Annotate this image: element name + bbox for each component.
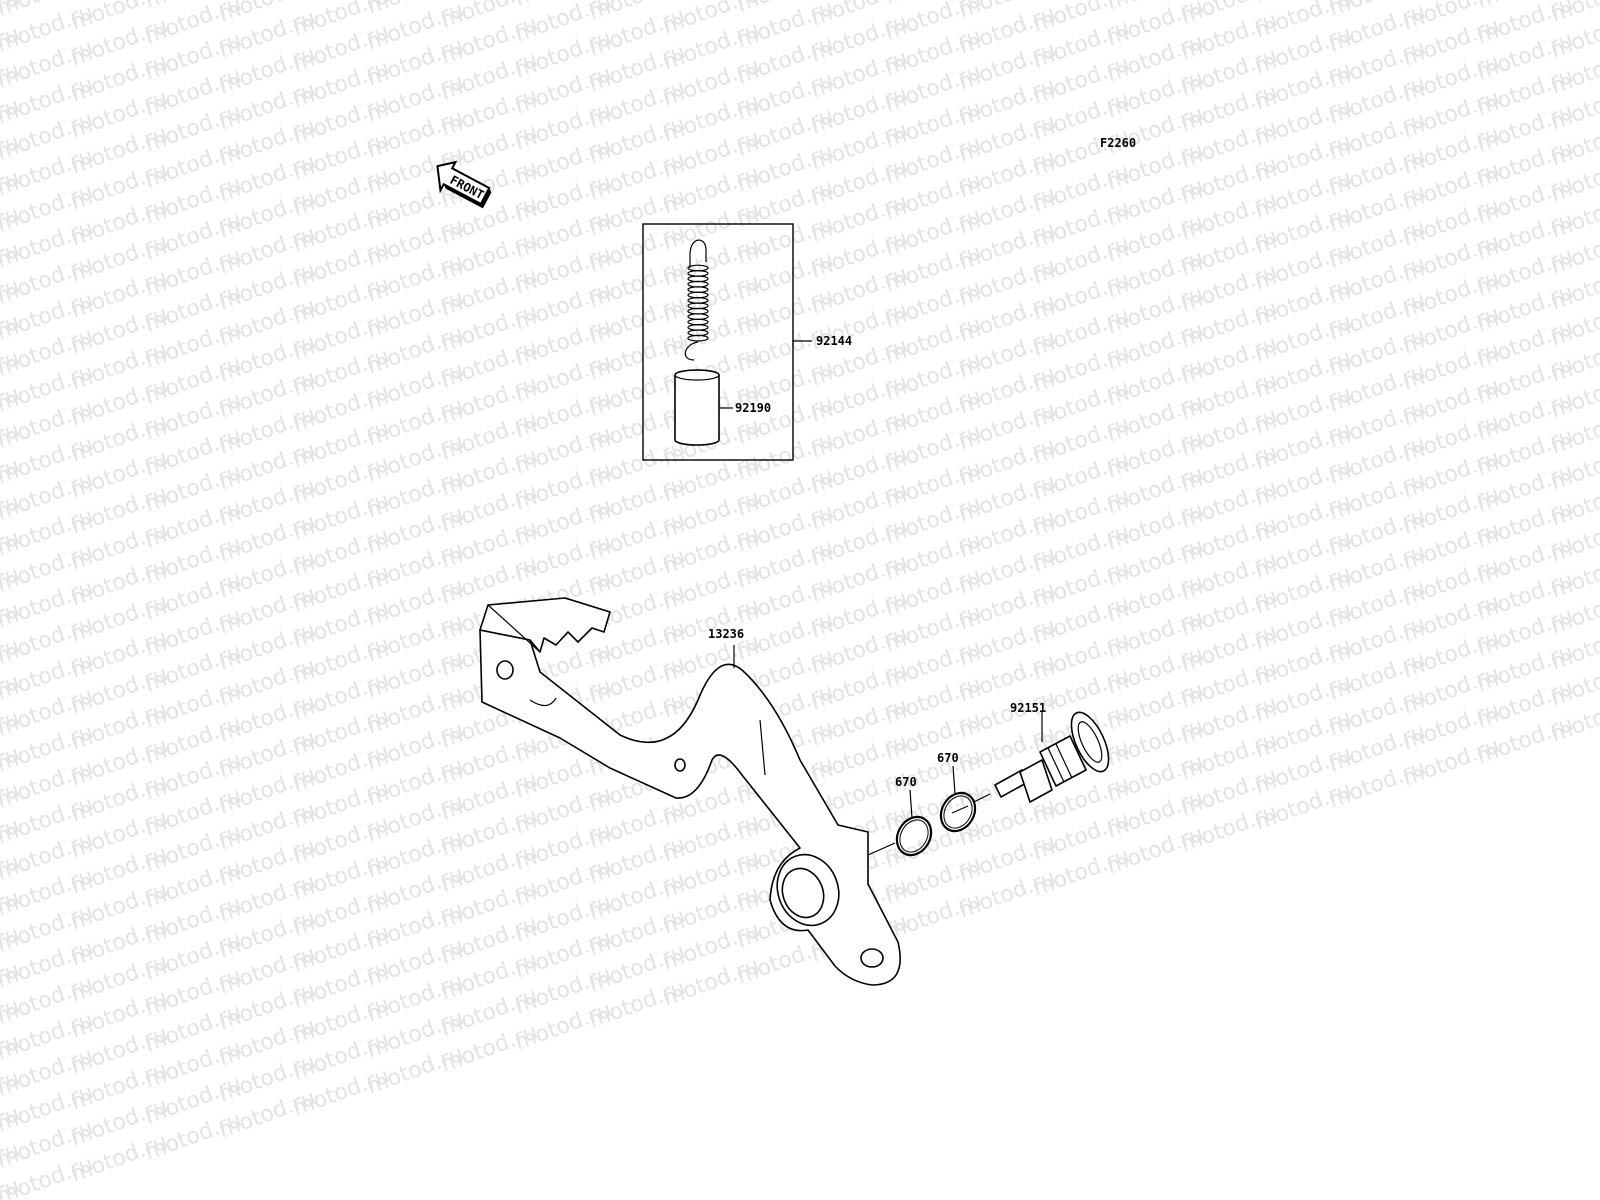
spring-coil — [687, 264, 709, 272]
part-label-kit: 92144 — [816, 334, 852, 348]
part-label-oring-a: 670 — [895, 775, 917, 789]
spring-coil — [687, 334, 709, 342]
o-ring-b-icon — [939, 791, 977, 833]
spring-coil — [687, 270, 709, 277]
spring-coil — [687, 275, 709, 283]
spring-coil — [687, 286, 709, 294]
part-label-pivot-bolt: 92151 — [1010, 701, 1046, 715]
spring-coil — [687, 318, 709, 326]
spring-coil — [687, 329, 709, 337]
spring-coil — [687, 291, 709, 299]
spring-coil — [687, 297, 709, 304]
pivot-bolt-icon — [994, 711, 1110, 803]
part-label-oring-b: 670 — [937, 751, 959, 765]
brake-pedal-icon — [479, 597, 901, 986]
spring-coil — [687, 307, 709, 315]
part-label-collar: 92190 — [735, 401, 771, 415]
spring-coil — [687, 302, 709, 310]
kit-box — [642, 223, 794, 461]
spring-coil — [687, 324, 709, 331]
collar-icon — [674, 369, 720, 446]
o-ring-a-icon — [895, 815, 933, 857]
part-label-pedal: 13236 — [708, 627, 744, 641]
front-arrow-icon: FRONT — [436, 160, 492, 209]
spring-icon — [684, 239, 709, 361]
spring-coil — [687, 280, 709, 288]
spring-coil — [687, 313, 709, 321]
diagram-code: F2260 — [1100, 136, 1136, 150]
